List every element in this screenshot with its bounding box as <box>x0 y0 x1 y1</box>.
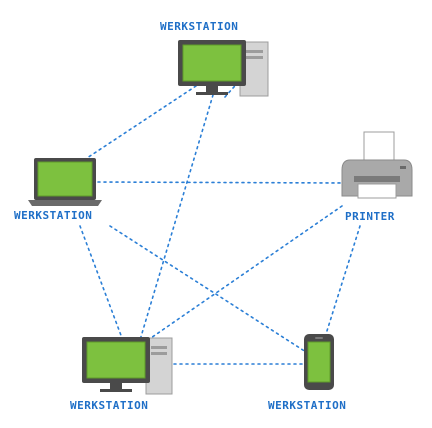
tower-drive-slot <box>245 50 263 53</box>
tower-drive-slot <box>151 346 167 349</box>
printer-paper <box>363 131 395 161</box>
desktop-computer-icon <box>178 40 269 97</box>
phone-speaker <box>315 337 323 339</box>
monitor-base <box>100 389 132 392</box>
connection-printer-bottom_workstation <box>147 205 343 341</box>
node-label-printer: PRINTER <box>345 210 395 223</box>
smartphone-icon <box>304 334 334 390</box>
tower-drive-slot <box>151 352 167 355</box>
connection-left_workstation-bottom_workstation <box>79 225 123 339</box>
printer-output-tray <box>357 183 397 199</box>
printer-button <box>400 166 406 169</box>
tower-drive-slot <box>245 56 263 59</box>
node-label-top-workstation: WERKSTATION <box>160 20 239 33</box>
connection-printer-phone_workstation <box>325 225 361 335</box>
node-label-phone-workstation: WERKSTATION <box>268 399 347 412</box>
laptop-base <box>28 200 102 206</box>
connection-lines <box>79 59 361 365</box>
monitor-screen <box>182 44 242 82</box>
phone-screen <box>307 341 331 383</box>
monitor-screen <box>86 341 146 379</box>
monitor-stand <box>110 383 122 389</box>
monitor-base <box>196 92 228 95</box>
node-label-left-workstation: WERKSTATION <box>14 209 93 222</box>
laptop-icon <box>28 158 102 206</box>
printer-icon <box>341 131 413 199</box>
connection-left_workstation-printer <box>97 181 345 184</box>
monitor-stand <box>206 86 218 92</box>
connection-left_workstation-phone_workstation <box>109 225 307 353</box>
node-label-bottom-workstation: WERKSTATION <box>70 399 149 412</box>
desktop-computer-icon <box>82 337 173 395</box>
laptop-screen <box>37 161 93 197</box>
connection-top_workstation-bottom_workstation <box>139 94 214 341</box>
printer-slot <box>354 176 400 182</box>
connection-top_workstation-left_workstation <box>83 85 197 161</box>
